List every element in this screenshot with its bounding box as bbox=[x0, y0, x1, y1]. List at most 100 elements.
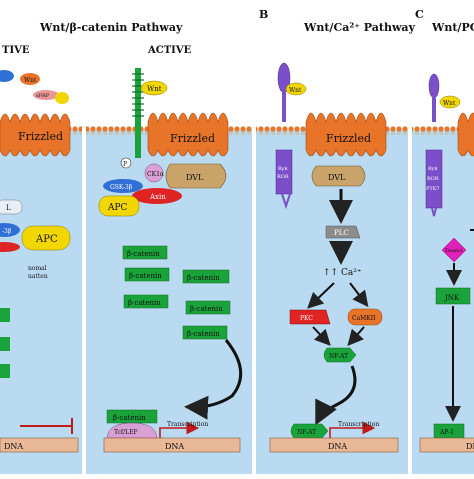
transcription-label: Transcription bbox=[338, 421, 379, 428]
beta-catenin bbox=[182, 325, 228, 340]
degradation-note-2: uatten bbox=[28, 273, 48, 280]
state-label-inactive: TIVE bbox=[2, 45, 30, 56]
beta-catenin-fragment bbox=[0, 364, 10, 378]
nfat-nuclear bbox=[290, 423, 329, 439]
beta-catenin-label: β-catenin bbox=[129, 272, 162, 280]
axin-fragment bbox=[0, 242, 20, 252]
camkii-to-nfat-arrow bbox=[347, 326, 365, 347]
title-c: Wnt/PCP bbox=[431, 21, 474, 34]
wnt-ligand bbox=[439, 95, 461, 109]
beta-catenin-label: β-catenin bbox=[128, 299, 161, 307]
dvl-protein bbox=[311, 165, 366, 187]
sfrp-label: sFRP bbox=[36, 93, 50, 99]
receptor-tail bbox=[281, 193, 291, 210]
state-label-active: ACTIVE bbox=[147, 45, 192, 56]
plc-enzyme bbox=[325, 225, 361, 239]
apc-protein bbox=[98, 195, 140, 217]
pkc-to-nfat-arrow bbox=[312, 326, 331, 346]
dna-label: DNA bbox=[466, 442, 474, 451]
beta-catenin-label: β-catenin bbox=[190, 305, 223, 313]
ryk-ror-ptk7-receptor bbox=[425, 149, 443, 209]
ryk-label: Ryk bbox=[278, 166, 289, 172]
jnk-label: JNK bbox=[444, 294, 460, 302]
dna-strand bbox=[419, 437, 474, 453]
beta-catenin bbox=[185, 300, 231, 315]
ror-label: ROR bbox=[427, 176, 439, 182]
panel-label-b: B bbox=[259, 8, 268, 21]
ptk7-label: PTK7 bbox=[426, 186, 440, 192]
daam1-label: Daam1 bbox=[445, 248, 463, 254]
wnt-label: Wnt bbox=[443, 100, 456, 107]
beta-catenin-label: β-catenin bbox=[127, 250, 160, 258]
title-a: Wnt/β-catenin Pathway bbox=[39, 21, 183, 34]
dna-strand bbox=[269, 437, 399, 453]
ryk-label: Ryk bbox=[428, 166, 439, 172]
axin-protein bbox=[132, 188, 182, 204]
plc-label: PLC bbox=[334, 229, 349, 237]
frizzled-receptor bbox=[0, 113, 71, 157]
dna-label: DNA bbox=[328, 442, 347, 451]
camkii-label: CaMKII bbox=[352, 315, 376, 322]
frizzled-receptor bbox=[305, 112, 387, 157]
cytoplasm-bg bbox=[0, 130, 82, 474]
lrp-striations bbox=[132, 73, 144, 117]
wnt-ligand-fragment bbox=[0, 70, 14, 82]
sfrp-protein bbox=[33, 90, 59, 100]
jnk-kinase bbox=[435, 287, 471, 305]
beta-catenin bbox=[124, 267, 170, 282]
beta-catenin bbox=[122, 245, 168, 260]
ryk-ror-receptor bbox=[275, 149, 293, 195]
transcription-arrow bbox=[159, 421, 200, 438]
wnt-ligand bbox=[140, 80, 168, 96]
nuclear-translocation-arrow bbox=[184, 339, 243, 420]
gsk-fragment bbox=[0, 223, 20, 237]
beta-catenin-label: β-catenin bbox=[187, 274, 220, 282]
nfat-label: NF-AT bbox=[329, 353, 348, 360]
phosphate-label: P bbox=[123, 161, 127, 168]
dvl-label: DVL bbox=[186, 173, 204, 182]
gsk3b-label: GSK-3β bbox=[110, 184, 133, 191]
ap1-label: AP-1 bbox=[439, 429, 454, 436]
receptor-tail bbox=[431, 207, 437, 217]
transcription-label: Transcription bbox=[167, 421, 208, 428]
title-b: Wnt/Ca²⁺ Pathway bbox=[303, 21, 416, 34]
gsk3b-protein bbox=[103, 179, 143, 193]
degradation-note-1: nomal bbox=[28, 265, 47, 272]
nfat-nuclear-arrow bbox=[315, 365, 357, 426]
frizzled-label: Frizzled bbox=[170, 132, 215, 145]
axin-label: Axin bbox=[149, 193, 166, 201]
dna-label: DNA bbox=[4, 442, 23, 451]
wnt-label: Wnt bbox=[24, 77, 37, 84]
lrp-coreceptor bbox=[135, 68, 141, 158]
beta-catenin bbox=[182, 269, 230, 284]
ca-to-pkc-arrow bbox=[307, 282, 335, 309]
ca-to-camkii-arrow bbox=[349, 282, 369, 308]
pkc-kinase bbox=[289, 309, 331, 325]
wnt-label: Wnt bbox=[147, 85, 162, 93]
l-fragment: L bbox=[6, 204, 11, 212]
gsk-frag-label: -3β bbox=[2, 228, 12, 235]
frizzled-receptor-fragment bbox=[457, 112, 474, 157]
ck1a-label: CK1α bbox=[147, 171, 164, 178]
nfat-nuclear-label: NF-AT bbox=[297, 429, 316, 436]
apc-label: APC bbox=[35, 234, 58, 245]
nuclear-beta-catenin-label: β-catenin bbox=[113, 414, 146, 422]
wnt-ligand-2 bbox=[55, 92, 69, 104]
beta-catenin bbox=[123, 294, 169, 309]
apc-protein bbox=[21, 225, 71, 251]
wnt-ligand bbox=[285, 82, 307, 96]
beta-catenin-label: β-catenin bbox=[187, 330, 220, 338]
complex-fragment bbox=[0, 199, 23, 215]
frizzled-label: Frizzled bbox=[18, 130, 63, 143]
panel-label-c: C bbox=[415, 8, 424, 21]
dvl-protein bbox=[165, 163, 227, 189]
wnt-label: Wnt bbox=[289, 87, 302, 94]
frizzled-receptor bbox=[147, 112, 229, 157]
nfat-cytoplasmic bbox=[323, 347, 357, 363]
dna-label: DNA bbox=[165, 442, 184, 451]
ror-label: ROR bbox=[277, 174, 289, 180]
tcf-lef-factor bbox=[106, 422, 158, 439]
transcription-arrow bbox=[329, 421, 376, 438]
frizzled-label: Frizzled bbox=[326, 132, 371, 145]
